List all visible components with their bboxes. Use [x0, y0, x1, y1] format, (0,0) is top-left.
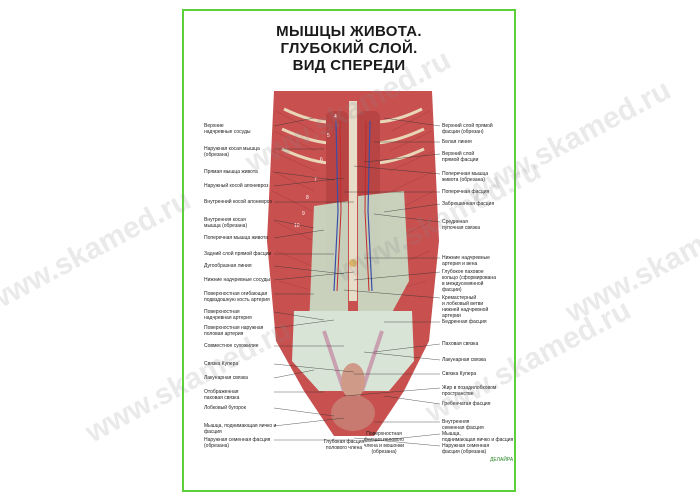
leader-lines [273, 117, 441, 447]
leader-line [343, 289, 441, 299]
right-label: Белая линия [442, 139, 472, 145]
left-label: Наружная семенная фасция (обрезана) [204, 437, 271, 449]
left-label: Поперечная мышца живота [204, 235, 269, 241]
left-label: Поверхностная наружная половая артерия [204, 325, 264, 337]
leader-line [273, 319, 335, 329]
title-line-3: ВИД СПЕРЕДИ [292, 57, 406, 74]
poster-title: МЫШЦЫ ЖИВОТА. ГЛУБОКИЙ СЛОЙ. ВИД СПЕРЕДИ [184, 23, 514, 74]
left-label: Связка Купера [204, 361, 239, 367]
leader-line [273, 271, 355, 281]
leader-line [363, 351, 441, 361]
right-label: Глубокое паховое кольцо (сформирована в … [442, 269, 496, 293]
right-label: Поперечная мышца живота (обрезана) [442, 171, 489, 183]
watermark-text: www.skamed.ru [560, 193, 700, 330]
right-label: Верхний слой прямой фасции [442, 151, 479, 163]
leader-line [353, 437, 441, 447]
muscle-fibers [271, 110, 435, 292]
leader-line [273, 219, 315, 229]
leader-line [363, 153, 441, 163]
right-label: Паховая связка [442, 341, 479, 347]
fascia-left [309, 201, 348, 326]
left-label: Прямая мышца живота [204, 169, 258, 175]
left-label: Отображенная паховая связка [204, 389, 240, 401]
fascia-right [358, 191, 409, 331]
publisher-logo: ДЕЛАЙРА [490, 457, 514, 463]
right-label: Кремастерный и лобковый ветви нижней над… [442, 295, 489, 319]
right-label: Забрюшинная фасция [442, 201, 495, 207]
leader-line [273, 311, 325, 321]
left-label: Поверхностная надчревная артерия [204, 309, 252, 321]
right-label: Жир в позадилобковом пространстве [442, 385, 497, 397]
right-label: Нижние надчревные артерия и вена [442, 255, 490, 267]
right-label: Верхний слой прямой фасции (обрезан) [442, 123, 493, 135]
left-label: Дугообразная линия [204, 263, 252, 269]
leader-line [373, 343, 441, 353]
scrotum [331, 395, 375, 431]
right-label: Поперечная фасция [442, 189, 490, 195]
right-label: Гребенчатая фасция [442, 401, 491, 407]
pelvic-fascia [292, 311, 414, 391]
leader-line [273, 363, 355, 373]
watermark-text: www.skamed.ru [0, 183, 197, 320]
leader-line [273, 117, 315, 127]
umbilicus [349, 259, 357, 267]
vessels [333, 120, 373, 292]
bottom-label-1: Глубокая фасция полового члена [323, 439, 365, 451]
left-label: Верхние надчревные сосуды [204, 123, 251, 135]
right-label: Мышца, поднимающая яичко и фасция [442, 431, 514, 443]
leader-line [383, 395, 441, 405]
right-label: Срединная пупочная связка [442, 219, 481, 231]
leader-line [353, 271, 441, 281]
rib-number: 5 [327, 133, 330, 139]
rib-number: 7 [314, 177, 317, 183]
left-label: Наружная косая мышца (обрезана) [204, 146, 260, 158]
right-label: Внутренняя семенная фасция [442, 419, 484, 431]
linea-alba [349, 101, 357, 301]
leader-line [363, 433, 441, 443]
leader-line [383, 203, 441, 213]
title-line-1: МЫШЦЫ ЖИВОТА. [276, 23, 422, 40]
left-label: Лакунарная связка [204, 375, 248, 381]
left-label: Внутренний косой апоневроз [204, 199, 272, 205]
left-label: Задний слой прямой фасции [204, 251, 272, 257]
left-label: Лобковый бугорок [204, 405, 246, 411]
leader-line [273, 229, 325, 239]
rib-number: 4 [334, 114, 337, 120]
leader-line [273, 177, 345, 187]
leader-line [343, 387, 441, 397]
leader-line [353, 165, 441, 175]
poster: МЫШЦЫ ЖИВОТА. ГЛУБОКИЙ СЛОЙ. ВИД СПЕРЕДИ [182, 9, 516, 492]
left-label: Наружный косой апоневроз [204, 183, 269, 189]
left-label: Мышца, поднимающая яичко и фасция [204, 423, 277, 435]
leader-line [273, 369, 315, 379]
leader-line [373, 213, 441, 223]
leader-line [273, 265, 345, 275]
right-label: Наружная семенная фасция (обрезана) [442, 443, 490, 455]
left-label: Нижние надчревные сосуды [204, 277, 270, 283]
rib-number: 9 [302, 211, 305, 217]
left-label: Поверхностная огибающая подвздошную кост… [204, 291, 270, 303]
anatomy-illustration: 4 5 6 7 8 9 10 [267, 91, 439, 436]
rib-number: 6 [320, 157, 323, 163]
leader-line [383, 117, 441, 127]
left-label: Совместное сухожилие [204, 343, 259, 349]
right-label: Лакунарная связка [442, 357, 486, 363]
leader-line [273, 171, 335, 181]
right-label: Бедренная фасция [442, 319, 487, 325]
bottom-label-2: Поверхностная фасция полового члена и мо… [363, 431, 405, 455]
rib-number: 10 [294, 223, 300, 229]
leader-line [273, 417, 345, 427]
title-line-2: ГЛУБОКИЙ СЛОЙ. [280, 40, 418, 57]
rib-number: 8 [306, 195, 309, 201]
penis [341, 363, 365, 399]
leader-line [273, 407, 335, 417]
right-label: Связка Купера [442, 371, 477, 377]
left-label: Внутренняя косая мышца (обрезана) [204, 217, 248, 229]
